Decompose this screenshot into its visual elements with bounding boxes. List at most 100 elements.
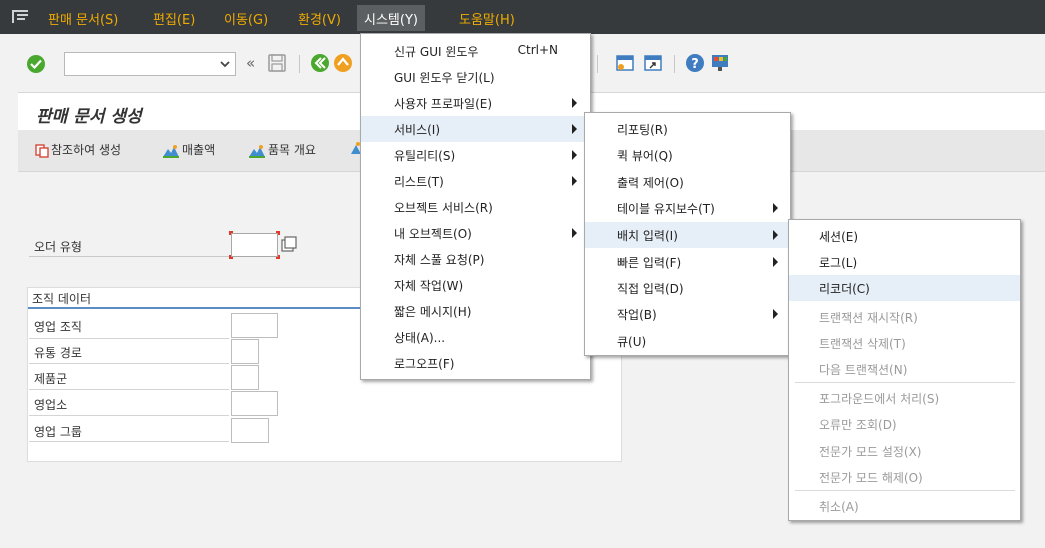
menu-item-expert-mode-on[interactable]: 전문가 모드 설정(X) <box>789 438 1020 464</box>
chevron-down-icon[interactable] <box>219 57 231 71</box>
menu-item-table-maintenance[interactable]: 테이블 유지보수(T) <box>585 195 790 221</box>
order-type-input[interactable] <box>231 233 278 257</box>
menu-system[interactable]: 시스템(Y) <box>357 5 425 31</box>
menu-item-label: 작업(B) <box>617 308 657 322</box>
menu-separator <box>795 382 1015 383</box>
menu-item-user-profile[interactable]: 사용자 프로파일(E) <box>361 90 590 116</box>
create-session-icon[interactable] <box>615 53 635 73</box>
menu-item-new-gui-window[interactable]: 신규 GUI 윈도우 Ctrl+N <box>361 38 590 64</box>
mountain-icon <box>249 144 265 158</box>
menu-item-label: 리스트(T) <box>394 175 444 189</box>
division-input[interactable] <box>231 365 259 390</box>
page-title: 판매 문서 생성 <box>36 107 142 127</box>
command-input[interactable] <box>68 54 208 74</box>
division-label: 제품군 <box>34 372 68 386</box>
required-marker <box>229 255 233 259</box>
menu-item-own-spool-requests[interactable]: 자체 스풀 요청(P) <box>361 246 590 272</box>
menu-item-session[interactable]: 세션(E) <box>789 223 1020 249</box>
menu-item-my-objects[interactable]: 내 오브젝트(O) <box>361 220 590 246</box>
order-type-field[interactable] <box>233 235 275 255</box>
exit-icon[interactable] <box>333 53 353 73</box>
division-field[interactable] <box>232 366 258 389</box>
customize-layout-icon[interactable] <box>710 53 730 73</box>
menu-item-label: 세션(E) <box>819 230 859 244</box>
menu-item-log[interactable]: 로그(L) <box>789 249 1020 275</box>
menu-item-label: 내 오브젝트(O) <box>394 227 472 241</box>
sales-organization-label: 영업 조직 <box>34 320 82 334</box>
copy-document-icon <box>35 143 49 158</box>
field-underline <box>29 363 229 364</box>
menu-item-label: 빠른 입력(F) <box>617 256 682 270</box>
toolbar-separator <box>597 55 598 73</box>
menu-bar: 판매 문서(S) 편집(E) 이동(G) 환경(V) 시스템(Y) 도움말(H) <box>0 0 1045 34</box>
menu-item-direct-input[interactable]: 직접 입력(D) <box>585 275 790 301</box>
item-overview-button[interactable]: 품목 개요 <box>248 141 316 158</box>
create-with-reference-button[interactable]: 참조하여 생성 <box>35 141 121 158</box>
menu-environment[interactable]: 환경(V) <box>298 13 341 28</box>
submenu-arrow-icon <box>572 228 577 238</box>
menu-item-close-gui-window[interactable]: GUI 윈도우 닫기(L) <box>361 64 590 90</box>
menu-item-fast-entry[interactable]: 빠른 입력(F) <box>585 249 790 275</box>
menu-item-label: 취소(A) <box>819 500 859 514</box>
menu-item-process-foreground[interactable]: 포그라운드에서 처리(S) <box>789 385 1020 411</box>
menu-item-batch-input[interactable]: 배치 입력(I) <box>585 222 790 248</box>
menu-item-jobs[interactable]: 작업(B) <box>585 301 790 327</box>
app-menu-icon[interactable] <box>12 10 28 23</box>
sales-office-label: 영업소 <box>34 398 68 412</box>
menu-item-list[interactable]: 리스트(T) <box>361 168 590 194</box>
menu-edit[interactable]: 편집(E) <box>153 13 196 28</box>
mountain-icon[interactable] <box>351 141 361 155</box>
help-icon[interactable]: ? <box>685 53 705 73</box>
menu-item-display-errors-only[interactable]: 오류만 조회(D) <box>789 411 1020 437</box>
menu-help[interactable]: 도움말(H) <box>459 13 515 28</box>
double-chevron-left-icon[interactable]: « <box>246 54 256 72</box>
menu-item-output-control[interactable]: 출력 제어(O) <box>585 169 790 195</box>
menu-item-services[interactable]: 서비스(I) <box>361 116 590 142</box>
menu-item-short-message[interactable]: 짧은 메시지(H) <box>361 298 590 324</box>
menu-item-label: 자체 스풀 요청(P) <box>394 253 485 267</box>
checkmark-icon <box>30 59 42 69</box>
sales-group-field[interactable] <box>232 419 268 442</box>
menu-item-own-jobs[interactable]: 자체 작업(W) <box>361 272 590 298</box>
sales-group-label: 영업 그룹 <box>34 425 82 439</box>
menu-sales-document[interactable]: 판매 문서(S) <box>48 13 119 28</box>
sales-office-input[interactable] <box>231 391 278 416</box>
menu-item-delete-transaction[interactable]: 트랜잭션 삭제(T) <box>789 330 1020 356</box>
distribution-channel-input[interactable] <box>231 339 259 364</box>
shortcut-icon[interactable] <box>643 53 663 73</box>
svg-text:?: ? <box>691 57 699 72</box>
menu-item-label: 오브젝트 서비스(R) <box>394 201 493 215</box>
menu-item-status[interactable]: 상태(A)... <box>361 324 590 350</box>
save-icon[interactable] <box>267 53 287 73</box>
menu-item-utilities[interactable]: 유틸리티(S) <box>361 142 590 168</box>
menu-item-label: 서비스(I) <box>394 123 441 137</box>
command-field[interactable] <box>64 52 236 76</box>
sales-office-field[interactable] <box>232 392 277 415</box>
menu-item-label: 전문가 모드 설정(X) <box>819 445 922 459</box>
value-help-icon[interactable] <box>281 236 298 253</box>
menu-item-label: 트랜잭션 삭제(T) <box>819 337 906 351</box>
back-icon[interactable] <box>310 53 330 73</box>
distribution-channel-field[interactable] <box>232 340 258 363</box>
menu-item-expert-mode-off[interactable]: 전문가 모드 해제(O) <box>789 464 1020 490</box>
menu-item-next-transaction[interactable]: 다음 트랜잭션(N) <box>789 356 1020 382</box>
sales-group-input[interactable] <box>231 418 269 443</box>
menu-goto[interactable]: 이동(G) <box>224 13 269 28</box>
sales-button[interactable]: 매출액 <box>162 141 215 158</box>
sales-organization-field[interactable] <box>232 314 277 337</box>
menu-item-cancel[interactable]: 취소(A) <box>789 493 1020 519</box>
menu-item-recorder[interactable]: 리코더(C) <box>789 275 1020 301</box>
menu-separator <box>795 490 1015 491</box>
menu-item-object-services[interactable]: 오브젝트 서비스(R) <box>361 194 590 220</box>
enter-button[interactable] <box>27 55 45 73</box>
sales-organization-input[interactable] <box>231 313 278 338</box>
menu-item-queue[interactable]: 큐(U) <box>585 328 790 354</box>
menu-item-label: 테이블 유지보수(T) <box>617 202 715 216</box>
menu-item-restart-transaction[interactable]: 트랜잭션 재시작(R) <box>789 304 1020 330</box>
menu-item-reporting[interactable]: 리포팅(R) <box>585 116 790 142</box>
menu-item-label: GUI 윈도우 닫기(L) <box>394 71 495 85</box>
menu-item-label: 로그(L) <box>819 256 858 270</box>
menu-item-label: 로그오프(F) <box>394 357 455 371</box>
menu-item-log-off[interactable]: 로그오프(F) <box>361 350 590 376</box>
menu-item-quick-viewer[interactable]: 퀵 뷰어(Q) <box>585 142 790 168</box>
